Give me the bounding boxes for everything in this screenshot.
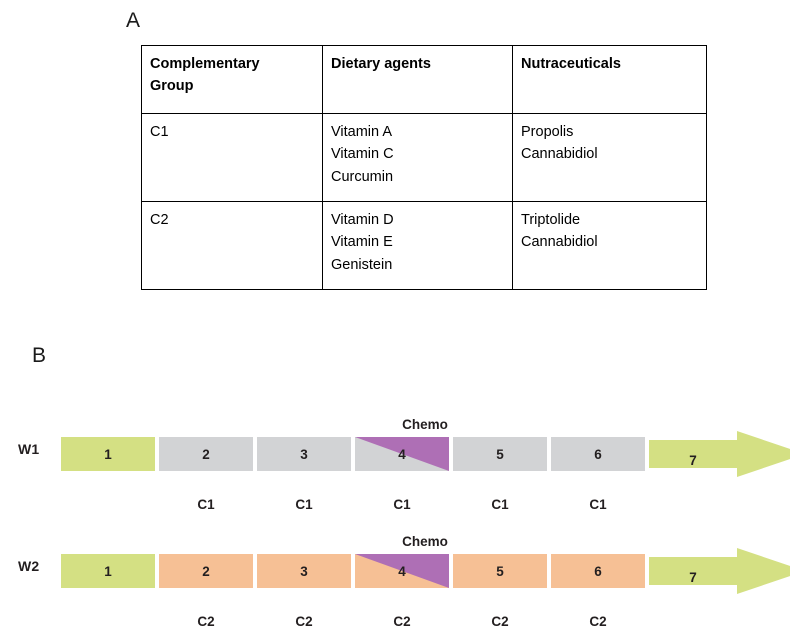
timeline-block: 6 (551, 554, 645, 588)
timeline-group-label: C2 (491, 614, 509, 629)
table-row: C2 Vitamin D Vitamin E Genistein Triptol… (141, 201, 707, 290)
group-name: C2 (150, 212, 169, 228)
timeline-block: 2 (159, 437, 253, 471)
timeline-group-label: C2 (295, 614, 313, 629)
timeline-group-label: C1 (491, 497, 509, 512)
timeline-block: 5 (453, 554, 547, 588)
timeline-block-number: 2 (202, 563, 210, 579)
timeline-block-number: 1 (104, 446, 112, 462)
agent-item: Genistein (331, 256, 393, 273)
timeline-block: 2 (159, 554, 253, 588)
header-line: Nutraceuticals (521, 56, 621, 72)
agent-item: Vitamin C (331, 146, 394, 163)
timeline-block: 1 (61, 554, 155, 588)
timeline-block-number: 3 (300, 446, 308, 462)
agent-item: Vitamin A (331, 124, 392, 140)
timeline-block-number: 6 (594, 563, 602, 579)
timeline-arrow-block (649, 548, 790, 594)
cell-group: C2 (141, 201, 323, 290)
timeline-block-number: 3 (300, 563, 308, 579)
nutraceutical-item: Cannabidiol (521, 234, 598, 251)
column-header-nutraceuticals: Nutraceuticals (512, 45, 707, 114)
timeline-block-number: 7 (689, 569, 697, 585)
group-name: C1 (150, 124, 169, 140)
timeline-week-label: W2 (18, 558, 40, 574)
nutraceutical-item: Propolis (521, 124, 574, 140)
cell-dietary-agents: Vitamin A Vitamin C Curcumin (322, 113, 513, 202)
header-line: Dietary agents (331, 56, 431, 72)
cell-nutraceuticals: Triptolide Cannabidiol (512, 201, 707, 290)
timeline-group-label: C1 (589, 497, 607, 512)
column-header-dietary-agents: Dietary agents (322, 45, 513, 114)
nutraceutical-item: Triptolide (521, 212, 581, 228)
panel-a-label: A (126, 9, 141, 32)
panel-b-label: B (32, 344, 47, 367)
cell-group: C1 (141, 113, 323, 202)
table-row: C1 Vitamin A Vitamin C Curcumin Propolis… (141, 113, 707, 202)
timeline-group-label: C1 (197, 497, 215, 512)
agent-item: Vitamin D (331, 212, 394, 228)
header-line: Group (150, 78, 194, 95)
agent-item: Curcumin (331, 168, 394, 185)
chemo-label: Chemo (402, 534, 448, 549)
timeline-block-number: 5 (496, 446, 504, 462)
complementary-agents-table: Complementary Group Dietary agents Nutra… (141, 45, 707, 290)
timeline-block-number: 1 (104, 563, 112, 579)
agent-item: Vitamin E (331, 234, 393, 251)
timeline-block: 3 (257, 554, 351, 588)
timeline-block: 3 (257, 437, 351, 471)
timeline-group-label: C2 (197, 614, 215, 629)
timeline-block-chemo: 4 (355, 437, 449, 471)
timeline-block-number: 4 (398, 563, 406, 579)
cell-nutraceuticals: Propolis Cannabidiol (512, 113, 707, 202)
timeline-group-label: C2 (589, 614, 607, 629)
cell-dietary-agents: Vitamin D Vitamin E Genistein (322, 201, 513, 290)
timeline-group-label: C1 (393, 497, 411, 512)
timeline-block-chemo: 4 (355, 554, 449, 588)
timeline-block: 6 (551, 437, 645, 471)
timeline-arrow-block (649, 431, 790, 477)
header-line: Complementary (150, 56, 260, 72)
table-header-row: Complementary Group Dietary agents Nutra… (141, 45, 707, 114)
timeline-week-label: W1 (18, 441, 40, 457)
timeline-block-number: 6 (594, 446, 602, 462)
nutraceutical-item: Cannabidiol (521, 146, 598, 163)
timeline-group-label: C2 (393, 614, 411, 629)
timeline-group-label: C1 (295, 497, 313, 512)
timeline-block: 1 (61, 437, 155, 471)
chemo-label: Chemo (402, 417, 448, 432)
column-header-complementary-group: Complementary Group (141, 45, 323, 114)
timeline-block: 5 (453, 437, 547, 471)
timeline-block-number: 2 (202, 446, 210, 462)
timeline-block-number: 4 (398, 446, 406, 462)
timeline-block-number: 5 (496, 563, 504, 579)
timeline-block-number: 7 (689, 452, 697, 468)
